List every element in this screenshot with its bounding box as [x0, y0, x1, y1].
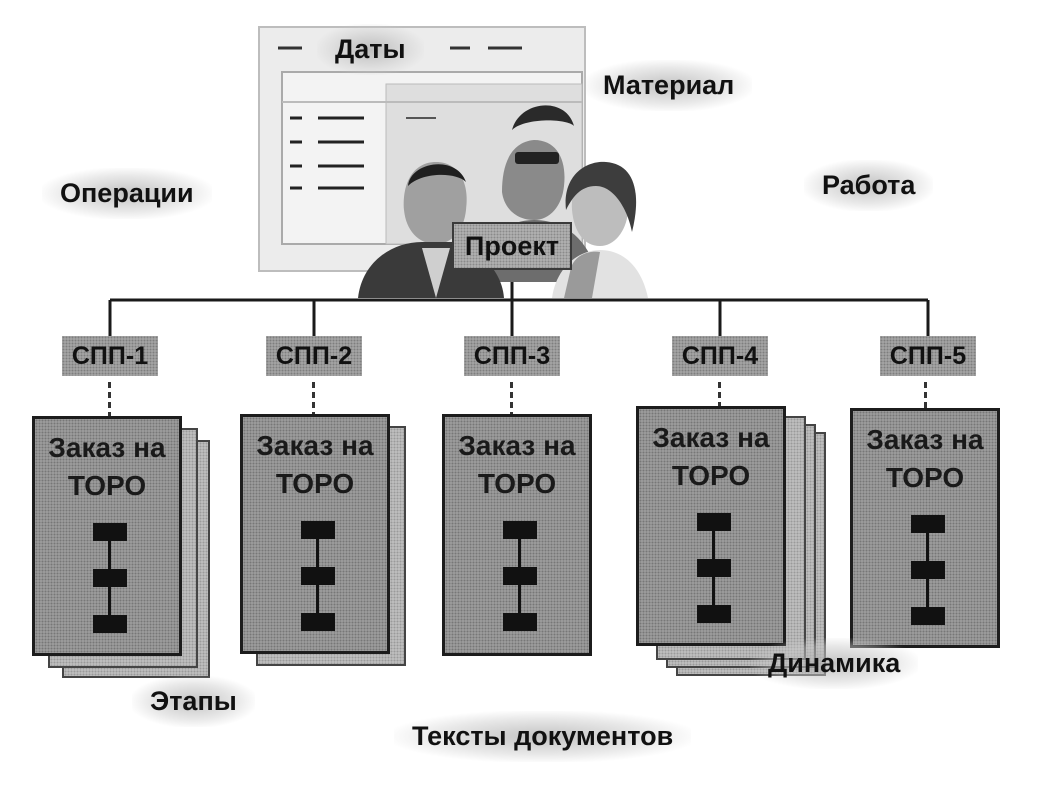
order-title: Заказ на ТОРО — [652, 422, 770, 491]
wbs-box-5: СПП-5 — [880, 336, 976, 376]
step-block — [697, 513, 731, 531]
wbs-box-4: СПП-4 — [672, 336, 768, 376]
step-block — [503, 567, 537, 585]
order-title: Заказ на ТОРО — [866, 424, 984, 493]
dash-connector-1 — [108, 382, 111, 416]
step-block — [503, 521, 537, 539]
order-card-2: Заказ на ТОРО — [240, 414, 390, 654]
label-material: Материал — [584, 60, 753, 111]
step-block — [697, 559, 731, 577]
dash-connector-5 — [924, 382, 927, 408]
step-block — [911, 607, 945, 625]
label-document-texts: Тексты документов — [393, 711, 692, 762]
dash-connector-2 — [312, 382, 315, 416]
step-block — [301, 521, 335, 539]
step-block — [697, 605, 731, 623]
order-card-1: Заказ на ТОРО — [32, 416, 182, 656]
wbs-box-3: СПП-3 — [464, 336, 560, 376]
step-block — [911, 515, 945, 533]
order-card-4: Заказ на ТОРО — [636, 406, 786, 646]
step-block — [911, 561, 945, 579]
step-block — [301, 567, 335, 585]
label-work: Работа — [803, 160, 934, 211]
label-stages: Этапы — [132, 676, 255, 727]
order-card-5: Заказ на ТОРО — [850, 408, 1000, 648]
step-block — [301, 613, 335, 631]
wbs-box-2: СПП-2 — [266, 336, 362, 376]
order-title: Заказ на ТОРО — [256, 430, 374, 499]
project-box: Проект — [452, 222, 572, 270]
label-operations: Операции — [42, 168, 212, 219]
order-title: Заказ на ТОРО — [458, 430, 576, 499]
step-block — [93, 569, 127, 587]
step-block — [93, 615, 127, 633]
dash-connector-3 — [510, 382, 513, 416]
step-block — [93, 523, 127, 541]
order-title: Заказ на ТОРО — [48, 432, 166, 501]
order-card-3: Заказ на ТОРО — [442, 414, 592, 656]
label-dynamics: Динамика — [749, 638, 919, 689]
team-people-illustration — [358, 105, 648, 298]
step-block — [503, 613, 537, 631]
wbs-box-1: СПП-1 — [62, 336, 158, 376]
label-dates: Даты — [317, 24, 423, 75]
dash-connector-4 — [718, 382, 721, 406]
